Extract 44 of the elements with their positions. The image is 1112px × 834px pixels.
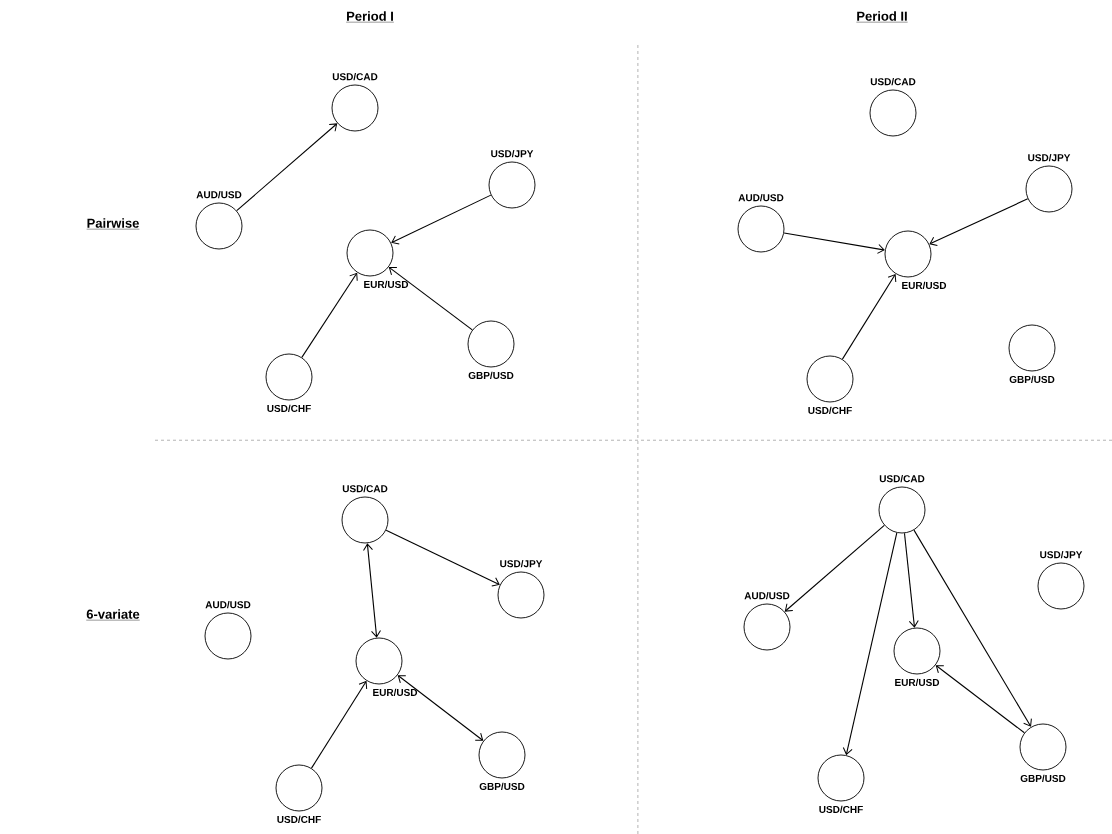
- node-label: GBP/USD: [1020, 774, 1066, 783]
- node-label: GBP/USD: [479, 782, 525, 791]
- arrow: [385, 529, 500, 587]
- node-label: EUR/USD: [373, 688, 418, 697]
- node-label: USD/CAD: [870, 77, 916, 86]
- node-label: USD/CHF: [277, 815, 321, 824]
- heading: 6-variate: [86, 609, 140, 621]
- node-label: USD/CAD: [342, 484, 388, 493]
- arrow: [363, 543, 381, 638]
- arrow: [935, 665, 1025, 734]
- arrow: [913, 529, 1032, 727]
- arrow: [397, 675, 484, 741]
- arrow: [310, 681, 368, 769]
- node-label: USD/JPY: [491, 149, 534, 158]
- node-label: AUD/USD: [738, 193, 784, 202]
- node-label: EUR/USD: [895, 678, 940, 687]
- node-label: USD/CAD: [879, 474, 925, 483]
- node-label: AUD/USD: [196, 190, 242, 199]
- node-label: AUD/USD: [744, 591, 790, 600]
- node-label: AUD/USD: [205, 600, 251, 609]
- arrow: [388, 267, 473, 331]
- arrow: [301, 272, 358, 358]
- arrow: [784, 524, 885, 612]
- heading: Period I: [345, 11, 395, 23]
- heading: Pairwise: [86, 218, 140, 230]
- arrow: [929, 198, 1029, 246]
- node-label: USD/CAD: [332, 72, 378, 81]
- node-label: USD/JPY: [1028, 153, 1071, 162]
- arrow: [841, 274, 897, 360]
- arrow: [903, 532, 919, 628]
- heading: Period II: [856, 11, 908, 23]
- node-label: EUR/USD: [902, 281, 947, 290]
- arrow: [236, 123, 338, 212]
- arrow: [783, 232, 885, 254]
- node-label: GBP/USD: [1009, 375, 1055, 384]
- node-label: EUR/USD: [364, 280, 409, 289]
- arrow: [842, 532, 898, 755]
- arrow: [391, 194, 492, 245]
- node-label: GBP/USD: [468, 371, 514, 380]
- node-label: USD/JPY: [500, 559, 543, 568]
- node-label: USD/CHF: [819, 805, 863, 814]
- node-label: USD/CHF: [808, 406, 852, 415]
- node-label: USD/CHF: [267, 404, 311, 413]
- node-label: USD/JPY: [1040, 550, 1083, 559]
